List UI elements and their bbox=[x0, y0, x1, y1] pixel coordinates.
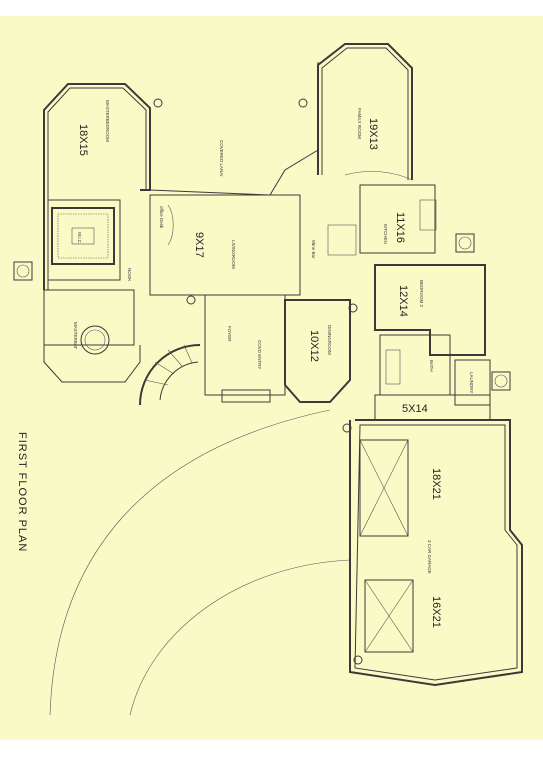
columns bbox=[153, 98, 363, 665]
dining-room-walls bbox=[284, 299, 351, 403]
plan-background bbox=[0, 16, 543, 740]
master-bedroom-walls bbox=[43, 83, 151, 290]
dining-room-dim: 10X12 bbox=[308, 330, 320, 362]
storage-walls bbox=[374, 394, 491, 421]
foyer-label: FOYER bbox=[227, 326, 232, 342]
office-desk-label: office Desk bbox=[159, 206, 164, 229]
living-room-walls bbox=[149, 194, 301, 296]
ac-unit-top bbox=[455, 233, 475, 253]
garage-door-2 bbox=[364, 579, 414, 653]
master-bath-walls bbox=[43, 289, 141, 383]
driveway-curve bbox=[49, 409, 331, 716]
living-room-label: LIVINGROOM bbox=[231, 240, 236, 269]
master-bedroom-label: MASTERBEDROOM bbox=[105, 100, 110, 142]
kitchen-label: KITCHEN bbox=[383, 224, 388, 244]
family-room-walls bbox=[317, 43, 413, 181]
bath-label: BATH bbox=[429, 360, 434, 372]
kitchen-walls bbox=[327, 184, 437, 256]
nook-label: NOOK bbox=[127, 268, 132, 281]
lanai-outline bbox=[149, 62, 319, 196]
bedroom2-label: BEDROOM 2 bbox=[419, 280, 424, 308]
garage-door-1 bbox=[359, 439, 409, 537]
plan-title: FIRST FLOOR PLAN bbox=[16, 432, 28, 552]
dining-room-label: DININGROOM bbox=[327, 325, 332, 355]
family-room-label: FAMILY ROOM bbox=[357, 108, 362, 139]
storage-dim: 5X14 bbox=[402, 403, 428, 415]
spiral-stair bbox=[139, 344, 201, 406]
walk-in-closet bbox=[51, 207, 115, 265]
wine-bar-label: Wine Bar bbox=[311, 240, 316, 259]
master-bath-label: MASTERBAT bbox=[73, 322, 78, 349]
master-bedroom-dim: 18X15 bbox=[77, 124, 89, 156]
kitchen-dim: 11X16 bbox=[394, 212, 406, 243]
laundry-label: LAUNDRY bbox=[469, 372, 474, 393]
bedroom2-dim: 12X14 bbox=[397, 285, 409, 317]
driveway-curve-lower bbox=[129, 559, 351, 716]
ac-unit-left bbox=[13, 261, 33, 281]
garage-dim-b: 16X21 bbox=[430, 596, 442, 628]
family-room-dim: 19X13 bbox=[367, 118, 379, 150]
bedroom2-walls bbox=[374, 264, 486, 356]
covered-entry-label: COVD ENTRY bbox=[257, 340, 262, 369]
foyer-walls bbox=[204, 294, 286, 403]
ac-unit-bottom bbox=[491, 371, 511, 391]
living-room-dim: 9X17 bbox=[193, 232, 205, 258]
garage-label: 3 CAR GARAGE bbox=[427, 540, 432, 574]
garage-walls bbox=[349, 419, 523, 687]
covered-lanai-label: COVERED LANAI bbox=[219, 140, 224, 177]
garage-dim-a: 18X21 bbox=[430, 468, 442, 500]
wic-label: W.I.C. bbox=[77, 232, 82, 244]
